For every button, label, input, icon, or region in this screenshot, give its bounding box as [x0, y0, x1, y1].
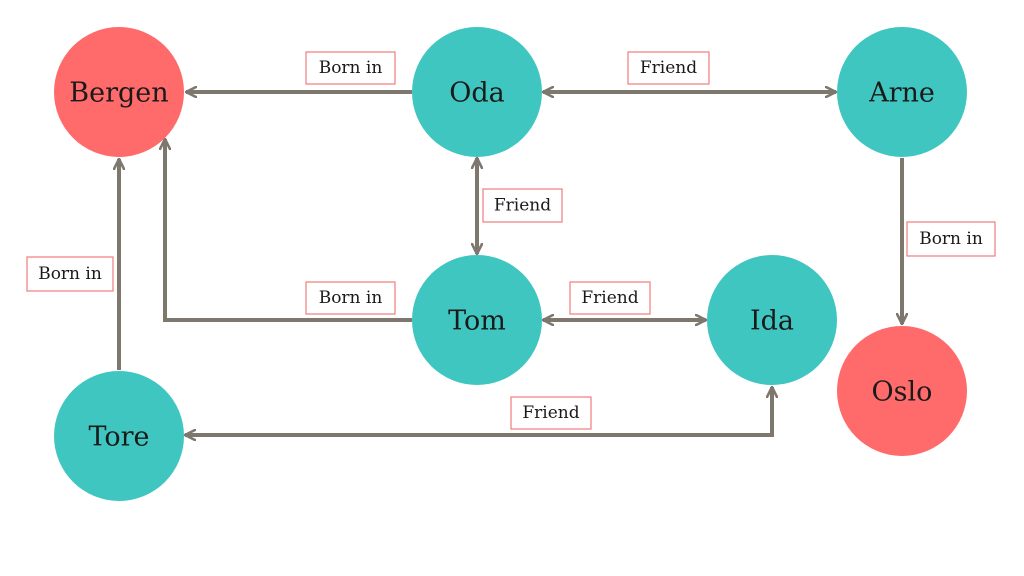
city-node-circle [54, 27, 184, 157]
edge-label-oda-arne: Friend [627, 51, 710, 85]
person-node-circle [412, 27, 542, 157]
node-ida[interactable]: Ida [707, 255, 837, 385]
node-oda[interactable]: Oda [412, 27, 542, 157]
edge-label-box [906, 221, 996, 257]
edge-label-text: Friend [494, 196, 551, 216]
city-node-circle [837, 326, 967, 456]
edge-label-text: Born in [319, 58, 383, 78]
node-label: Oslo [872, 377, 933, 408]
edge-label-text: Friend [581, 288, 638, 308]
edge-label-box [482, 188, 563, 223]
edge-label-text: Born in [319, 288, 383, 308]
person-node-circle [412, 255, 542, 385]
edge-label-box [627, 51, 710, 85]
edge-label-text: Born in [919, 229, 983, 249]
node-bergen[interactable]: Bergen [54, 27, 184, 157]
node-label: Ida [750, 306, 794, 337]
edge-label-tore-ida: Friend [510, 396, 592, 430]
node-tore[interactable]: Tore [54, 371, 184, 501]
edge-label-oda-tom: Friend [482, 188, 563, 223]
node-label: Tore [88, 422, 149, 453]
person-node-circle [707, 255, 837, 385]
edge-label-box [305, 51, 396, 85]
edge-label-text: Born in [38, 264, 102, 284]
edge-label-tom-bergen: Born in [305, 281, 396, 315]
edge-label-arne-oslo: Born in [906, 221, 996, 257]
edge-label-text: Friend [640, 58, 697, 78]
edge-label-box [510, 396, 592, 430]
node-label: Bergen [69, 78, 168, 109]
node-label: Oda [449, 78, 505, 109]
edge-label-tore-bergen: Born in [26, 256, 114, 292]
node-label: Tom [448, 306, 506, 337]
node-label: Arne [868, 78, 935, 109]
node-arne[interactable]: Arne [837, 27, 967, 157]
edge-label-box [305, 281, 396, 315]
person-node-circle [837, 27, 967, 157]
edge-tore-ida [185, 387, 772, 435]
edge-label-box [569, 281, 651, 315]
edges-layer [119, 92, 902, 435]
edge-label-box [26, 256, 114, 292]
node-oslo[interactable]: Oslo [837, 326, 967, 456]
edge-label-oda-bergen: Born in [305, 51, 396, 85]
edge-tom-bergen [165, 139, 412, 322]
person-node-circle [54, 371, 184, 501]
edge-label-text: Friend [522, 403, 579, 423]
edge-label-tom-ida: Friend [569, 281, 651, 315]
node-tom[interactable]: Tom [412, 255, 542, 385]
